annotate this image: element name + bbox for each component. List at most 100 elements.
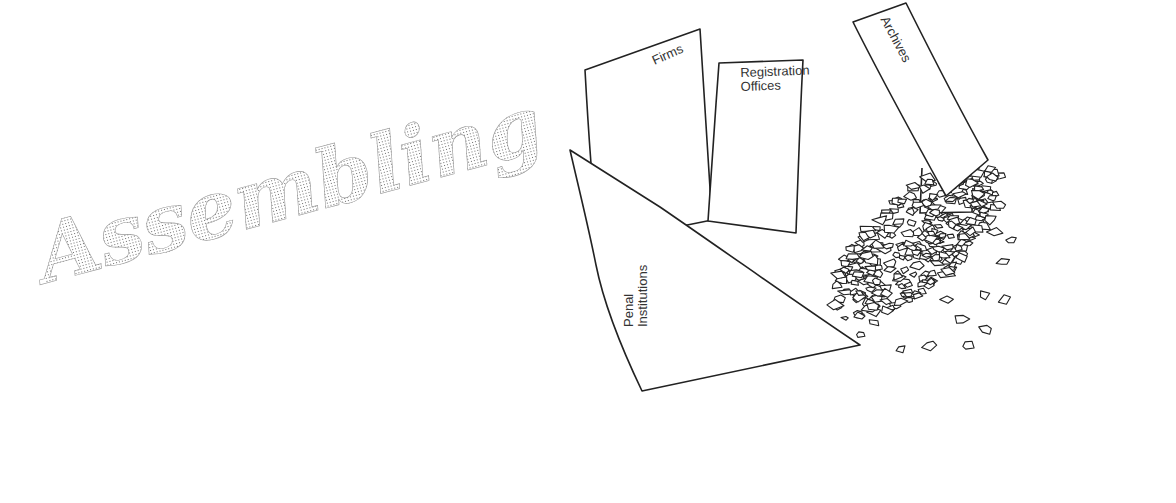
- paper-scrap: [1006, 237, 1017, 243]
- paper-scrap: [890, 209, 899, 214]
- paper-scrap: [854, 245, 864, 253]
- paper-scrap: [998, 295, 1010, 305]
- paper-scrap: [912, 202, 924, 208]
- paper-scrap: [831, 271, 846, 279]
- paper-scrap: [996, 259, 1009, 265]
- paper-scrap: [873, 278, 881, 285]
- paper-scrap: [869, 320, 879, 326]
- paper-scrap: [894, 298, 908, 305]
- paper-scrap: [979, 207, 990, 213]
- paper-scrap: [865, 266, 876, 271]
- paper-scrap: [896, 346, 905, 353]
- shredded-paper-pile: [827, 160, 1016, 352]
- paper-scrap: [922, 341, 937, 351]
- paper-scrap: [987, 173, 998, 181]
- paper-scrap: [906, 208, 914, 215]
- paper-scrap: [901, 230, 914, 237]
- paper-sheet: Penal Institutions: [560, 145, 870, 395]
- paper-scrap: [922, 253, 931, 257]
- paper-scrap: [901, 267, 909, 274]
- paper-scrap: [832, 281, 842, 289]
- paper-scrap: [981, 291, 990, 300]
- paper-scrap: [851, 280, 858, 285]
- paper-scrap: [966, 227, 976, 236]
- paper-scrap: [906, 183, 921, 190]
- paper-scrap: [912, 250, 921, 256]
- paper-scrap: [967, 198, 974, 203]
- paper-scrap: [865, 230, 876, 238]
- paper-scrap: [928, 231, 936, 236]
- paper-scrap: [928, 270, 937, 276]
- paper-scrap: [948, 221, 956, 229]
- paper-scrap: [985, 166, 996, 173]
- paper-scrap: [907, 220, 916, 227]
- paper-scrap: [919, 185, 930, 193]
- paper-scrap: [940, 296, 954, 303]
- paper-scrap: [914, 293, 923, 299]
- paper-scrap: [856, 258, 864, 264]
- paper-scrap: [904, 282, 912, 287]
- sheet-edge: [853, 3, 988, 196]
- paper-scrap: [910, 261, 924, 269]
- paper-scrap: [827, 300, 844, 310]
- paper-scrap: [893, 274, 906, 282]
- paper-scrap: [917, 234, 926, 241]
- paper-scrap: [882, 306, 894, 315]
- paper-scrap: [937, 235, 946, 240]
- paper-scrap: [894, 274, 903, 281]
- paper-scrap: [942, 245, 953, 250]
- paper-scrap: [852, 272, 864, 278]
- paper-scrap: [993, 201, 1006, 208]
- paper-scrap: [927, 278, 936, 285]
- paper-scrap: [854, 312, 865, 319]
- paper-scrap: [926, 277, 937, 284]
- paper-scrap: [929, 194, 937, 201]
- paper-scrap: [884, 259, 896, 267]
- paper-scrap: [899, 284, 906, 289]
- paper-scrap: [904, 240, 915, 246]
- paper-scrap: [975, 186, 984, 191]
- paper-scrap: [949, 262, 957, 267]
- paper-scrap: [939, 234, 946, 238]
- paper-scrap: [880, 299, 891, 305]
- paper-scrap: [856, 291, 864, 296]
- paper-scrap: [872, 240, 884, 248]
- paper-scrap: [955, 245, 962, 252]
- paper-scrap: [941, 268, 955, 276]
- paper-scrap: [963, 341, 974, 349]
- paper-scrap: [987, 228, 1003, 236]
- paper-scrap: [841, 317, 848, 321]
- paper-scrap: [945, 197, 957, 201]
- paper-scrap: [930, 209, 940, 216]
- paper-scrap: [857, 332, 865, 338]
- paper-scrap: [985, 216, 996, 225]
- paper-scrap: [937, 217, 944, 221]
- paper-scrap: [893, 219, 904, 225]
- paper-scrap: [905, 255, 913, 260]
- paper-scrap: [925, 179, 934, 185]
- paper-scrap: [881, 288, 893, 297]
- paper-scrap: [900, 255, 906, 260]
- paper-scrap: [884, 225, 899, 233]
- sheet-outline: [820, 0, 995, 200]
- sheet-outline: [560, 145, 870, 395]
- halftone-title: Assembling: [27, 77, 552, 303]
- sheet-label: Penal Institutions: [622, 237, 650, 327]
- paper-scrap: [966, 218, 976, 225]
- paper-scrap: [979, 325, 992, 334]
- paper-scrap: [862, 246, 873, 251]
- paper-sheet: Registration Offices: [703, 55, 815, 240]
- sheet-label: Registration Offices: [740, 64, 805, 94]
- paper-scrap: [872, 216, 887, 225]
- paper-scrap: [927, 205, 941, 210]
- paper-scrap: [920, 254, 932, 260]
- sheet-edge: [570, 150, 860, 391]
- paper-scrap: [898, 199, 907, 204]
- paper-scrap: [988, 196, 997, 201]
- paper-scrap: [955, 315, 970, 323]
- paper-scrap: [910, 272, 917, 277]
- paper-scrap: [947, 234, 954, 238]
- paper-scrap: [934, 225, 942, 229]
- paper-sheet: Archives: [820, 0, 995, 200]
